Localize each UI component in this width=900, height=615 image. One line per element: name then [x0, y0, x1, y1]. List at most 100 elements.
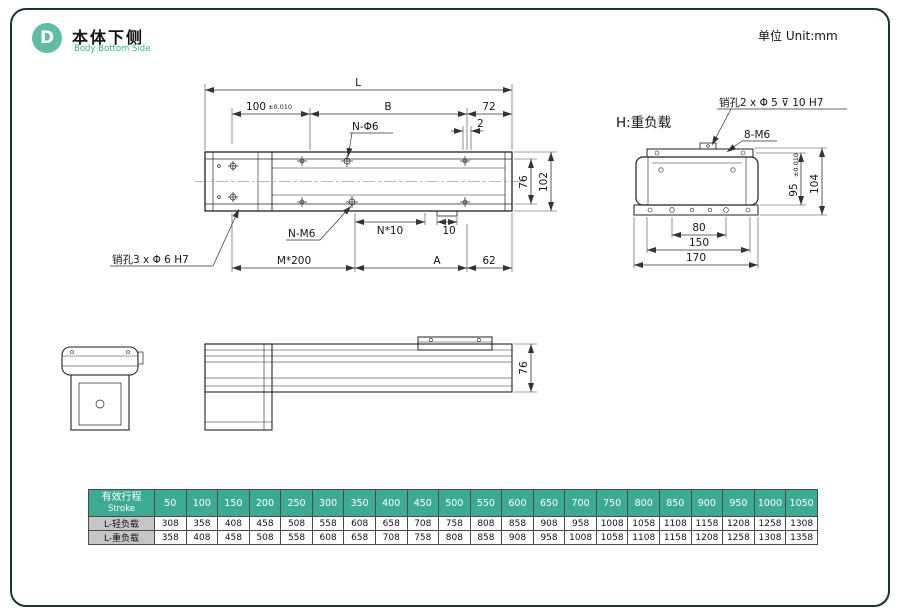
- table-cell: 808: [469, 516, 503, 531]
- dim-10: 10: [436, 217, 458, 237]
- side-view: 76: [204, 336, 537, 431]
- callout-label-8m6: 8-M6: [744, 129, 771, 141]
- stroke-header-cell: 1050: [785, 489, 818, 517]
- stroke-header-cell: 300: [311, 489, 345, 517]
- stroke-header-cell: 750: [595, 489, 629, 517]
- table-cell: 1358: [785, 530, 818, 545]
- stroke-header-cell: 500: [438, 489, 471, 517]
- table-cell: 858: [469, 530, 503, 545]
- stroke-header-cell: 250: [280, 489, 313, 517]
- table-cell: 458: [248, 516, 282, 531]
- table-cell: 608: [311, 530, 345, 545]
- stroke-header-cell: 600: [501, 489, 534, 517]
- dim-76: 76: [514, 158, 537, 205]
- callout-label-n-phi6: N-Φ6: [352, 121, 379, 133]
- table-cell: 858: [501, 516, 534, 531]
- table-cell: 358: [185, 516, 219, 531]
- dim-150: 150: [646, 217, 751, 253]
- stroke-header-cell: 50: [154, 489, 187, 517]
- dim-label-150: 150: [689, 237, 709, 249]
- table-cell: 458: [217, 530, 250, 545]
- stroke-label-en: Stroke: [107, 504, 136, 514]
- end-view-title: H:重负载: [616, 115, 671, 131]
- callout-pin3: 销孔3 x Φ 6 H7: [110, 208, 240, 267]
- callout-n-m6: N-M6: [286, 205, 352, 241]
- dim-95: 95 ±0.010: [756, 152, 806, 206]
- table-cell: 1008: [564, 530, 597, 545]
- page-subtitle: Body Bottom Side: [74, 44, 151, 54]
- table-cell: 708: [406, 516, 440, 531]
- table-cell: 1258: [722, 530, 755, 545]
- dim-row-100-B-72: 100 ±0.010 B 72: [231, 101, 512, 150]
- table-cell: 558: [311, 516, 345, 531]
- dim-label-side-76: 76: [518, 361, 530, 375]
- top-view-body: [204, 151, 513, 217]
- dim-label-2: 2: [477, 118, 484, 130]
- section-badge: D: [32, 23, 62, 53]
- table-cell: 558: [280, 530, 313, 545]
- dim-170: 170: [633, 217, 759, 268]
- stroke-header-cell: 550: [469, 489, 503, 517]
- dim-label-72: 72: [482, 101, 495, 113]
- callout-label-pin3: 销孔3 x Φ 6 H7: [112, 253, 189, 266]
- callout-pin2: 销孔2 x Φ 5 ⊽ 10 H7: [711, 96, 847, 146]
- table-cell: 1158: [690, 516, 724, 531]
- top-view: L 100 ±0.010 B 72 2 N-Φ6: [110, 77, 557, 272]
- stroke-header-cell: 200: [248, 489, 282, 517]
- end-view: H:重负载 销孔2 x Φ 5 ⊽ 10 H7 8-M6: [616, 96, 847, 268]
- callout-8m6: 8-M6: [726, 129, 777, 153]
- stroke-header-cell: 100: [185, 489, 219, 517]
- dim-label-A: A: [433, 255, 441, 267]
- dim-2: 2: [451, 118, 484, 150]
- table-cell: 1308: [753, 530, 787, 545]
- dim-label-100: 100: [246, 101, 266, 113]
- stroke-header-cell: 900: [690, 489, 724, 517]
- table-cell: 958: [564, 516, 597, 531]
- unit-label: 单位 Unit:mm: [758, 29, 838, 43]
- dim-label-62: 62: [482, 255, 495, 267]
- stroke-header-cell: 350: [343, 489, 376, 517]
- row-label: L-重负载: [88, 530, 155, 545]
- stroke-header-cell: 450: [406, 489, 440, 517]
- top-view-holes: [217, 155, 470, 208]
- dim-L: L: [204, 77, 513, 150]
- dim-102: 102: [514, 151, 557, 212]
- dim-n10: N*10: [354, 213, 426, 272]
- dim-side-76: 76: [514, 343, 537, 393]
- stroke-header-label: 有效行程 Stroke: [88, 489, 155, 517]
- dim-80: 80: [671, 217, 727, 238]
- table-cell: 658: [374, 516, 408, 531]
- table-cell: 1308: [785, 516, 818, 531]
- dim-label-B: B: [384, 101, 391, 113]
- table-cell: 908: [532, 516, 566, 531]
- callout-n-phi6: N-Φ6: [346, 121, 393, 158]
- stroke-header-cell: 850: [659, 489, 692, 517]
- stroke-label-cn: 有效行程: [101, 492, 142, 503]
- side-view-body: [204, 336, 513, 431]
- table-cell: 508: [280, 516, 313, 531]
- table-cell: 1058: [627, 516, 660, 531]
- table-cell: 408: [185, 530, 219, 545]
- dim-label-L: L: [355, 77, 361, 89]
- table-cell: 658: [343, 530, 376, 545]
- callout-label-n-m6: N-M6: [288, 228, 316, 240]
- page-title: 本体下侧: [72, 28, 145, 47]
- table-cell: 1058: [595, 530, 629, 545]
- front-view: [61, 346, 144, 431]
- end-view-body: [633, 142, 759, 216]
- table-cell: 758: [406, 530, 440, 545]
- stroke-header-cell: 400: [374, 489, 408, 517]
- dim-label-76: 76: [518, 175, 530, 189]
- table-cell: 958: [532, 530, 566, 545]
- stroke-header-cell: 700: [564, 489, 597, 517]
- row-label: L-轻负载: [88, 516, 155, 531]
- table-cell: 1258: [753, 516, 787, 531]
- dim-label-10: 10: [442, 225, 455, 237]
- stroke-header-cell: 1000: [753, 489, 787, 517]
- table-cell: 508: [248, 530, 282, 545]
